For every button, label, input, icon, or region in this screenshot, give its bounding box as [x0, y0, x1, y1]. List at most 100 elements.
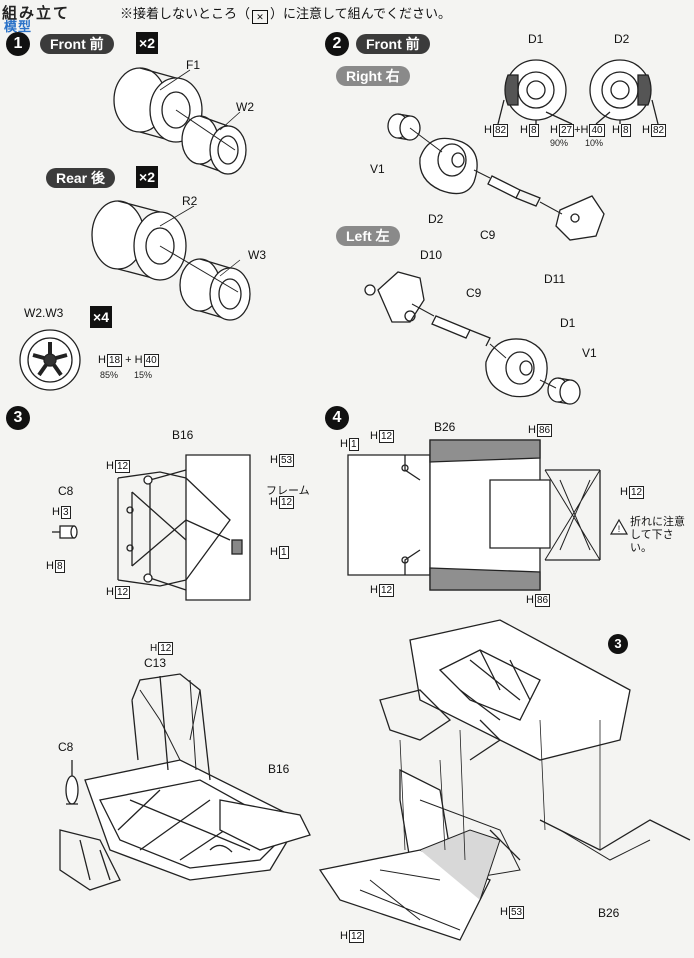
step-3-number: 3: [6, 406, 30, 430]
page-title: 組み立て: [2, 5, 71, 22]
part-d10-label: D10: [420, 248, 443, 262]
part-d2-label: D2: [428, 212, 444, 226]
left-label: Left 左: [336, 226, 400, 246]
rear-multiplier: ×2: [136, 166, 158, 188]
part-d11-label: D11: [544, 272, 566, 286]
disc-pct-2: 10%: [585, 138, 604, 148]
wheel-multiplier: ×4: [90, 306, 112, 328]
color-h12: 12: [278, 496, 295, 509]
step-2-label: Front 前: [356, 34, 430, 54]
chassis-perspective-drawing: [318, 619, 691, 941]
wheel-w2-drawing: [181, 115, 247, 175]
left-hub-drawing: [364, 271, 581, 405]
plus-sign: +: [125, 354, 132, 366]
color-h12: 12: [378, 430, 395, 443]
part-d1-label: D1: [528, 32, 544, 46]
ref-step-3-marker: 3: [608, 634, 628, 654]
color-h86: 86: [534, 594, 551, 607]
no-glue-icon: ✕: [252, 10, 269, 24]
part-w3-label: W3: [248, 248, 266, 262]
chassis-top-view-drawing: [347, 439, 601, 591]
step-2-number: 2: [325, 32, 349, 56]
rear-label: Rear 後: [46, 168, 116, 188]
color-h8: 8: [528, 124, 539, 137]
color-h40: 40: [143, 354, 159, 367]
right-hub-drawing: [387, 113, 605, 241]
color-h1: 1: [348, 438, 359, 451]
part-f1-label: F1: [186, 58, 201, 72]
part-c9-right-label: C9: [480, 228, 496, 242]
tyre-r2-drawing: [91, 200, 187, 281]
wheel-label: W2.W3: [24, 306, 64, 320]
part-c8-label: C8: [58, 484, 74, 498]
part-b26-label: B26: [434, 420, 456, 434]
color-h3: 3: [60, 506, 71, 519]
color-h1: 1: [278, 546, 289, 559]
color-h27: 27: [558, 124, 575, 137]
part-d2-top-label: D2: [614, 32, 630, 46]
part-c9-left-label: C9: [466, 286, 482, 300]
part-b26-lower-label: B26: [598, 906, 620, 920]
color-h12: 12: [114, 586, 131, 599]
wheel-face-drawing: [19, 329, 81, 391]
frame-perspective-drawing: [59, 673, 311, 891]
color-h-prefix: H: [98, 354, 106, 366]
wheel-w3-drawing: [179, 258, 251, 321]
step-4-number: 4: [325, 406, 349, 430]
frame-top-view-drawing: [117, 454, 251, 601]
glue-note: ※接着しないところ（✕）に注意して組んでください。: [120, 3, 451, 24]
color-h12: 12: [114, 460, 131, 473]
step-1-number: 1: [6, 32, 30, 56]
color-h12: 12: [628, 486, 645, 499]
part-v1-right-label: V1: [370, 162, 385, 176]
part-b16-lower-label: B16: [268, 762, 290, 776]
color-h82: 82: [492, 124, 509, 137]
wheel-pct-2: 15%: [134, 370, 153, 380]
disc-pct-1: 90%: [550, 138, 569, 148]
fold-warning: 折れに注意して下さい。: [630, 516, 685, 554]
part-c8-lower-label: C8: [58, 740, 74, 754]
color-h18: 18: [106, 354, 123, 367]
part-w2-label: W2: [236, 100, 254, 114]
disc-d2-drawing: [589, 59, 652, 121]
svg-text:!: !: [618, 524, 621, 534]
color-h40: 40: [589, 124, 605, 137]
color-h8: 8: [54, 560, 65, 573]
color-h8: 8: [620, 124, 631, 137]
color-h12: 12: [158, 642, 174, 655]
disc-d1-drawing: [504, 59, 567, 121]
color-h12: 12: [348, 930, 365, 943]
color-h53: 53: [508, 906, 525, 919]
part-c13-label: C13: [144, 656, 167, 670]
color-h53: 53: [278, 454, 295, 467]
right-label: Right 右: [336, 66, 410, 86]
color-h12: 12: [378, 584, 395, 597]
part-v1-left-label: V1: [582, 346, 597, 360]
wheel-pct-1: 85%: [100, 370, 119, 380]
color-h-prefix: H: [134, 354, 143, 366]
step-1-label: Front 前: [40, 34, 114, 54]
warning-triangle: [609, 518, 629, 535]
frame-label: フレーム: [266, 485, 310, 497]
color-h86: 86: [536, 424, 553, 437]
page-header: 組み立て 模型 ※接着しないところ（✕）に注意して組んでください。: [0, 0, 694, 34]
glue-note-post: ）に注意して組んでください。: [270, 6, 451, 21]
part-b16-label: B16: [172, 428, 194, 442]
